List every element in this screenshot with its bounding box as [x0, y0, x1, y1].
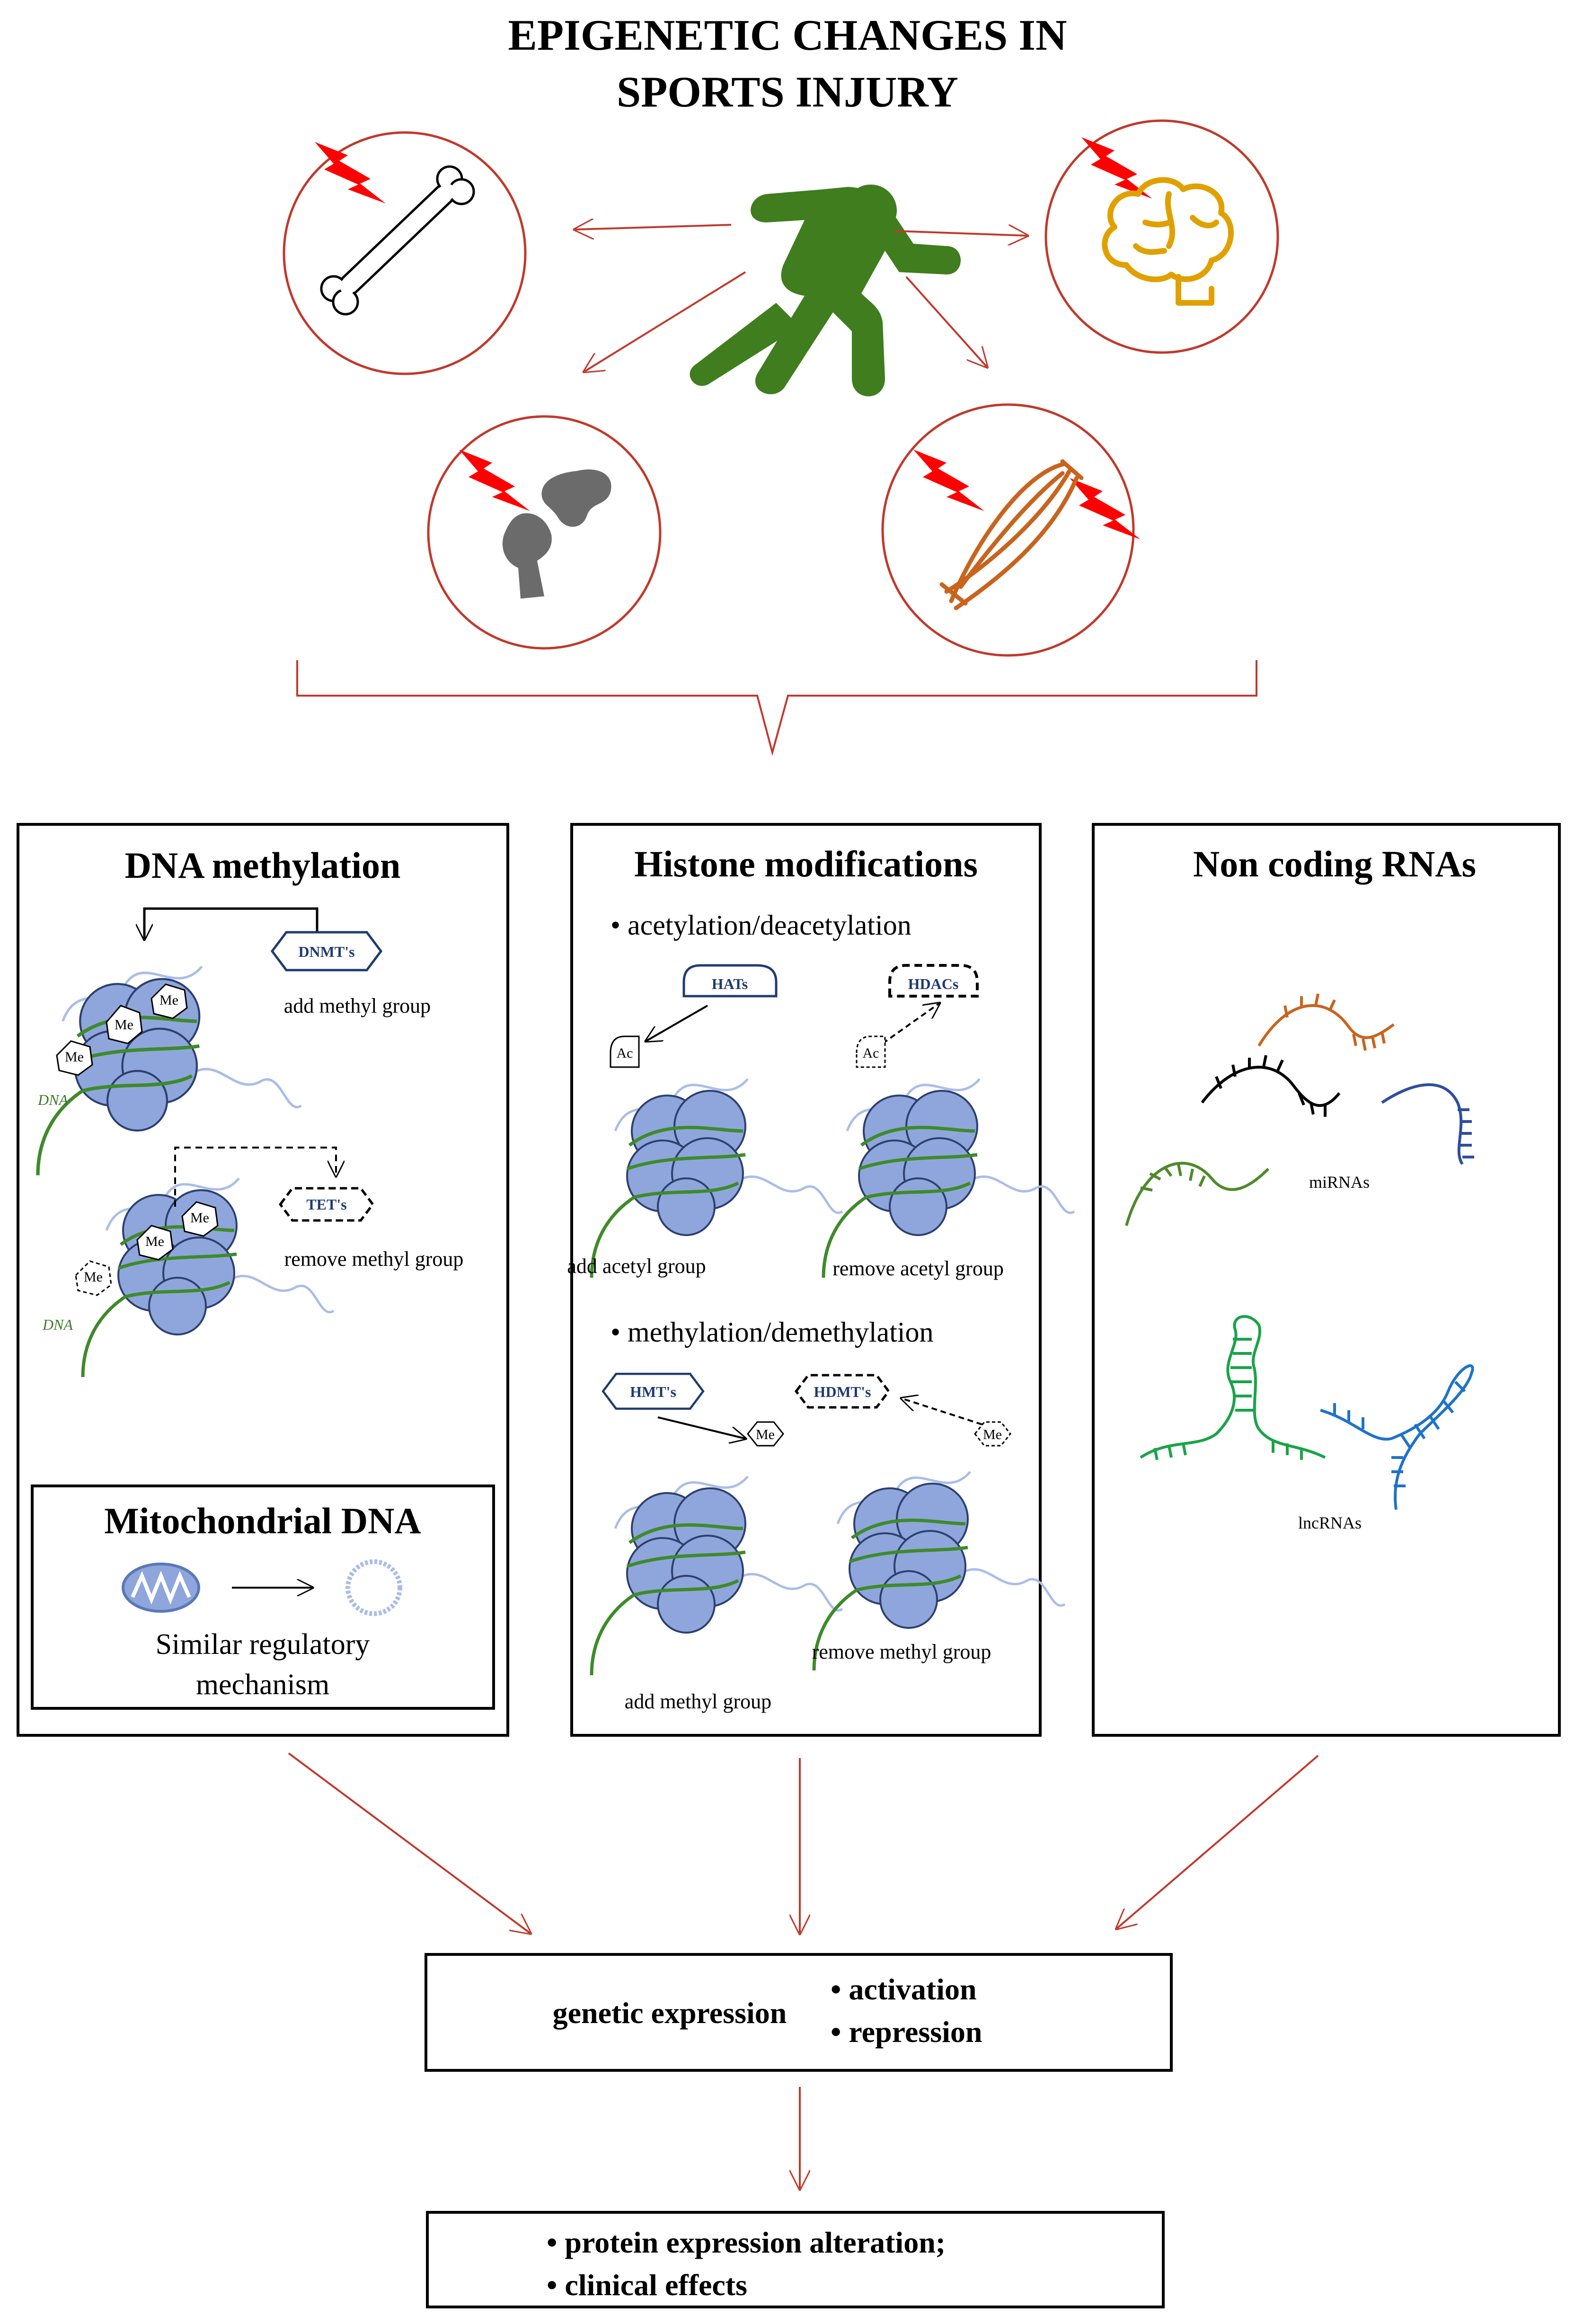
me-tag: Me	[150, 983, 188, 1019]
arrow-to-joint	[584, 271, 746, 371]
methylation-bullet: • methylation/demethylation	[611, 1317, 934, 1348]
dna-label: DNA	[42, 1316, 73, 1333]
joint-icon	[502, 469, 611, 599]
ncrna-heading: Non coding RNAs	[1193, 843, 1476, 884]
lncrna-green	[1140, 1315, 1326, 1460]
outcome-box: • protein expression alteration; • clini…	[426, 2211, 1165, 2308]
brain-icon	[1102, 177, 1234, 306]
bone-injury-circle	[283, 131, 527, 375]
remove-methyl-histone-label: remove methyl group	[812, 1640, 991, 1663]
genetic-expression-box: genetic expression • activation • repres…	[425, 1953, 1173, 2072]
svg-text:Me: Me	[84, 1269, 103, 1285]
hmts-label: HMT's	[630, 1383, 676, 1400]
runner-icon	[690, 185, 961, 397]
add-methyl-label: add methyl group	[284, 994, 431, 1017]
ac-label: Ac	[617, 1045, 633, 1061]
arrow-ncrna-to-expression	[1117, 1755, 1319, 1928]
bone-icon	[320, 165, 475, 316]
title-line-1: EPIGENETIC CHANGES IN	[508, 11, 1067, 59]
repression-item: • repression	[831, 2015, 982, 2049]
activation-item: • activation	[831, 1972, 977, 2006]
outcome-item-1: • protein expression alteration;	[547, 2226, 946, 2259]
me-tag: Me	[181, 1201, 219, 1237]
title-line-2: SPORTS INJURY	[617, 68, 958, 116]
svg-text:Me: Me	[159, 992, 178, 1008]
me-label: Me	[756, 1427, 775, 1442]
joint-injury-circle	[427, 415, 662, 650]
svg-text:Me: Me	[145, 1234, 164, 1249]
muscle-injury-circle	[881, 403, 1141, 657]
lncrna-blue	[1320, 1364, 1474, 1510]
outcome-item-2: • clinical effects	[547, 2268, 747, 2302]
circular-dna-icon	[345, 1559, 402, 1616]
histone-heading: Histone modifications	[634, 843, 978, 884]
me-tag: Me	[136, 1225, 174, 1261]
mirna-green	[1125, 1162, 1270, 1226]
genetic-expression-label: genetic expression	[553, 1996, 787, 2030]
add-acetyl-label: add acetyl group	[567, 1255, 706, 1278]
tet-label: TET's	[306, 1196, 346, 1213]
me-tag-removed: Me	[75, 1260, 112, 1296]
non-coding-rnas-panel: Non coding RNAs miRNAs lncRNAs	[1092, 823, 1561, 1737]
svg-text:Me: Me	[190, 1210, 209, 1226]
brain-injury-circle	[1044, 119, 1279, 354]
mitochondrial-line-1: Similar regulatory	[156, 1628, 370, 1661]
dnmt-label: DNMT's	[298, 943, 354, 960]
mirna-black	[1201, 1055, 1341, 1117]
muscle-icon	[939, 459, 1084, 610]
mirnas-label: miRNAs	[1309, 1173, 1370, 1192]
histone-modifications-panel: Histone modifications • acetylation/deac…	[567, 823, 1074, 1737]
hdacs-label: HDACs	[908, 975, 959, 992]
mirna-orange	[1257, 993, 1395, 1051]
me-label-removed: Me	[983, 1427, 1002, 1442]
arrow-to-bone	[575, 225, 732, 230]
me-tag: Me	[106, 1005, 143, 1044]
mitochondrial-dna-box: Mitochondrial DNA Similar regulatory mec…	[31, 1485, 495, 1710]
mitochondrial-heading: Mitochondrial DNA	[104, 1500, 421, 1541]
remove-methyl-label: remove methyl group	[284, 1247, 464, 1271]
arrow-to-brain	[894, 231, 1027, 236]
hdmts-label: HDMT's	[814, 1383, 871, 1400]
dna-methylation-panel: DNA methylation DNMT's add methyl group …	[17, 823, 509, 1737]
hats-label: HATs	[712, 975, 748, 992]
acetylation-bullet: • acetylation/deacetylation	[611, 910, 911, 941]
svg-text:Me: Me	[65, 1049, 84, 1065]
dna-methylation-heading: DNA methylation	[125, 845, 401, 886]
svg-text:Me: Me	[115, 1017, 133, 1033]
remove-acetyl-label: remove acetyl group	[832, 1257, 1004, 1280]
lncrnas-label: lncRNAs	[1298, 1513, 1362, 1532]
arrow-dna-to-expression	[288, 1752, 530, 1933]
mitochondrial-line-2: mechanism	[196, 1669, 329, 1701]
ac-label-removed: Ac	[863, 1045, 879, 1061]
mirna-blue	[1381, 1083, 1474, 1165]
mitochondrion-icon	[122, 1563, 200, 1613]
add-methyl-histone-label: add methyl group	[625, 1690, 771, 1713]
dna-label: DNA	[37, 1091, 68, 1108]
grouping-brace	[296, 660, 1257, 756]
arrow-to-muscle	[905, 276, 987, 367]
me-tag: Me	[56, 1040, 93, 1076]
